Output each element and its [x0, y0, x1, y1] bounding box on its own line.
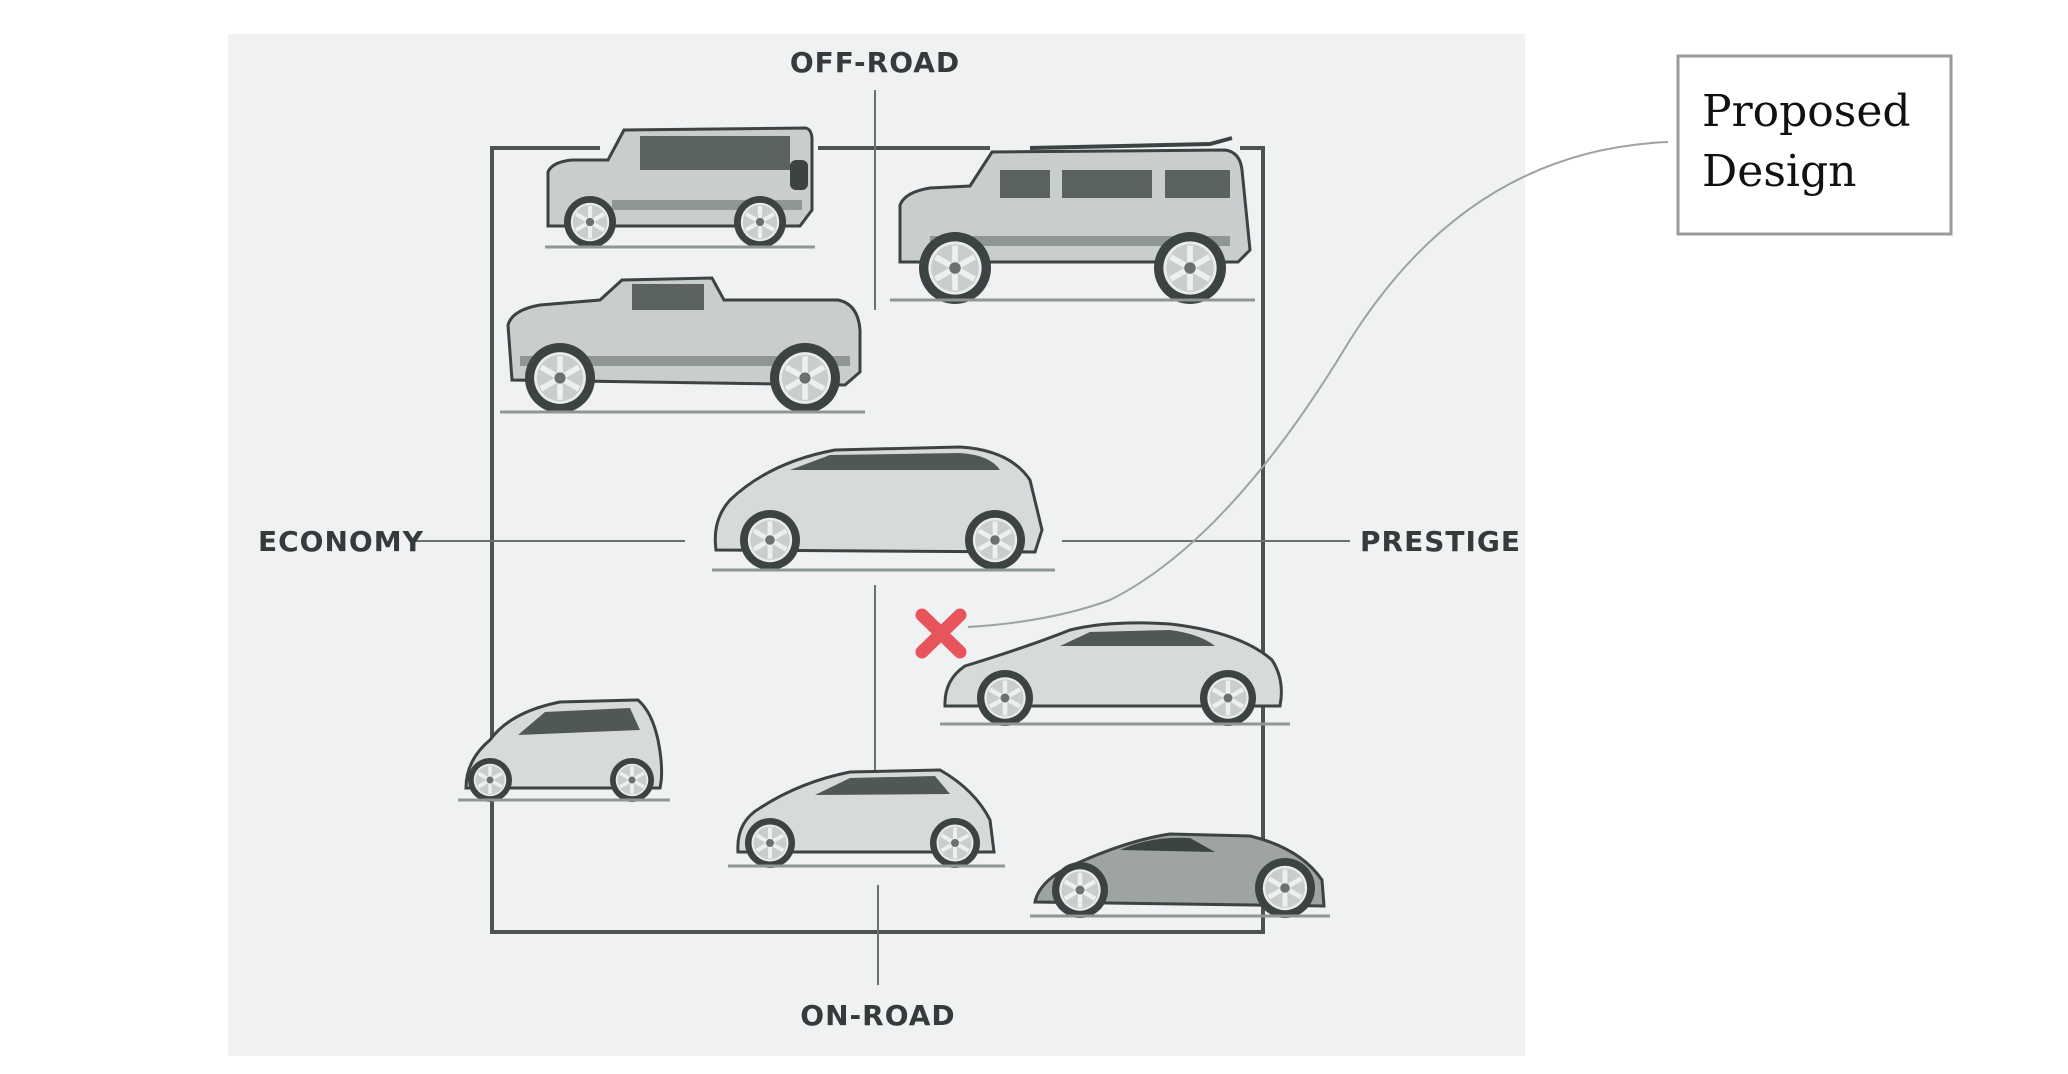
- vehicle-pickup-truck: [500, 276, 865, 413]
- vehicle-compact-suv: [545, 126, 815, 248]
- on-road-label: ON-ROAD: [800, 999, 955, 1032]
- vehicle-minivan: [712, 445, 1055, 570]
- prestige-label: PRESTIGE: [1360, 525, 1521, 558]
- off-road-label: OFF-ROAD: [790, 46, 960, 79]
- vehicle-supercar: [1030, 832, 1330, 918]
- callout-line-2: Design: [1702, 146, 1856, 197]
- vehicle-large-luxury-suv: [890, 136, 1255, 304]
- callout-connector: [967, 141, 1669, 628]
- axis-lines: [412, 90, 1350, 985]
- callout-line-1: Proposed: [1702, 86, 1911, 137]
- vehicle-sport-coupe: [940, 621, 1290, 726]
- vehicle-microcar: [458, 698, 670, 802]
- economy-label: ECONOMY: [258, 525, 424, 558]
- proposed-design-callout: Proposed Design: [1676, 54, 1953, 236]
- vehicle-hatchback: [728, 768, 1005, 868]
- proposed-design-marker: [915, 608, 967, 659]
